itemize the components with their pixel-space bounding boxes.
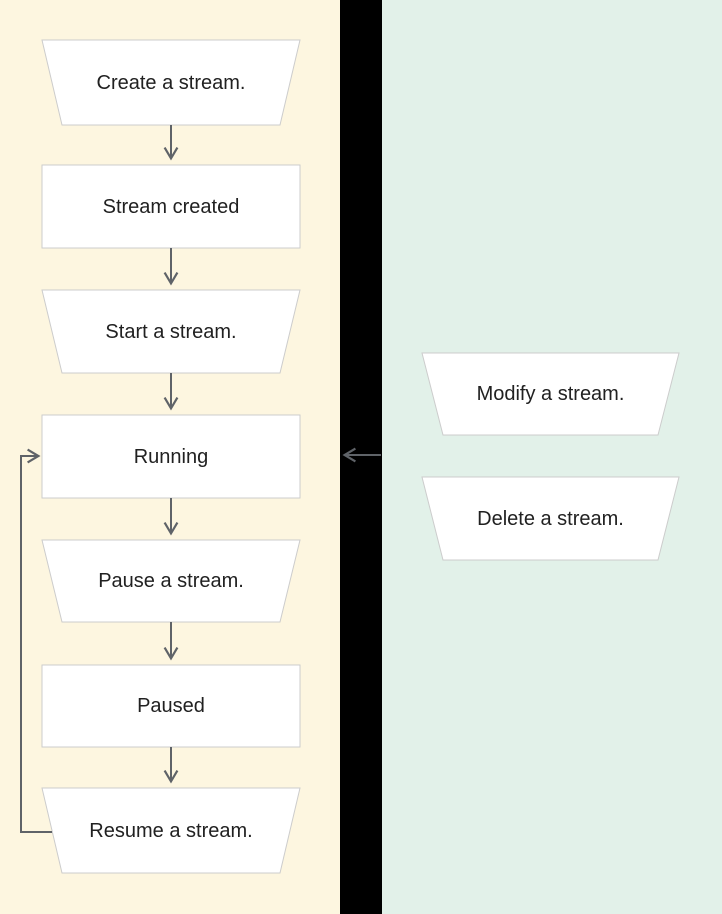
node-start-stream-shape	[41, 289, 301, 374]
node-running-shape	[41, 414, 301, 499]
node-stream-created-shape	[41, 164, 301, 249]
arrow-resume-to-running-loop	[20, 448, 52, 833]
node-delete-stream-shape	[421, 476, 680, 561]
actions-panel	[382, 0, 722, 914]
node-create-stream-shape	[41, 39, 301, 126]
node-paused-shape	[41, 664, 301, 748]
node-pause-stream-shape	[41, 539, 301, 623]
node-resume-stream-shape	[41, 787, 301, 874]
node-modify-stream-shape	[421, 352, 680, 436]
